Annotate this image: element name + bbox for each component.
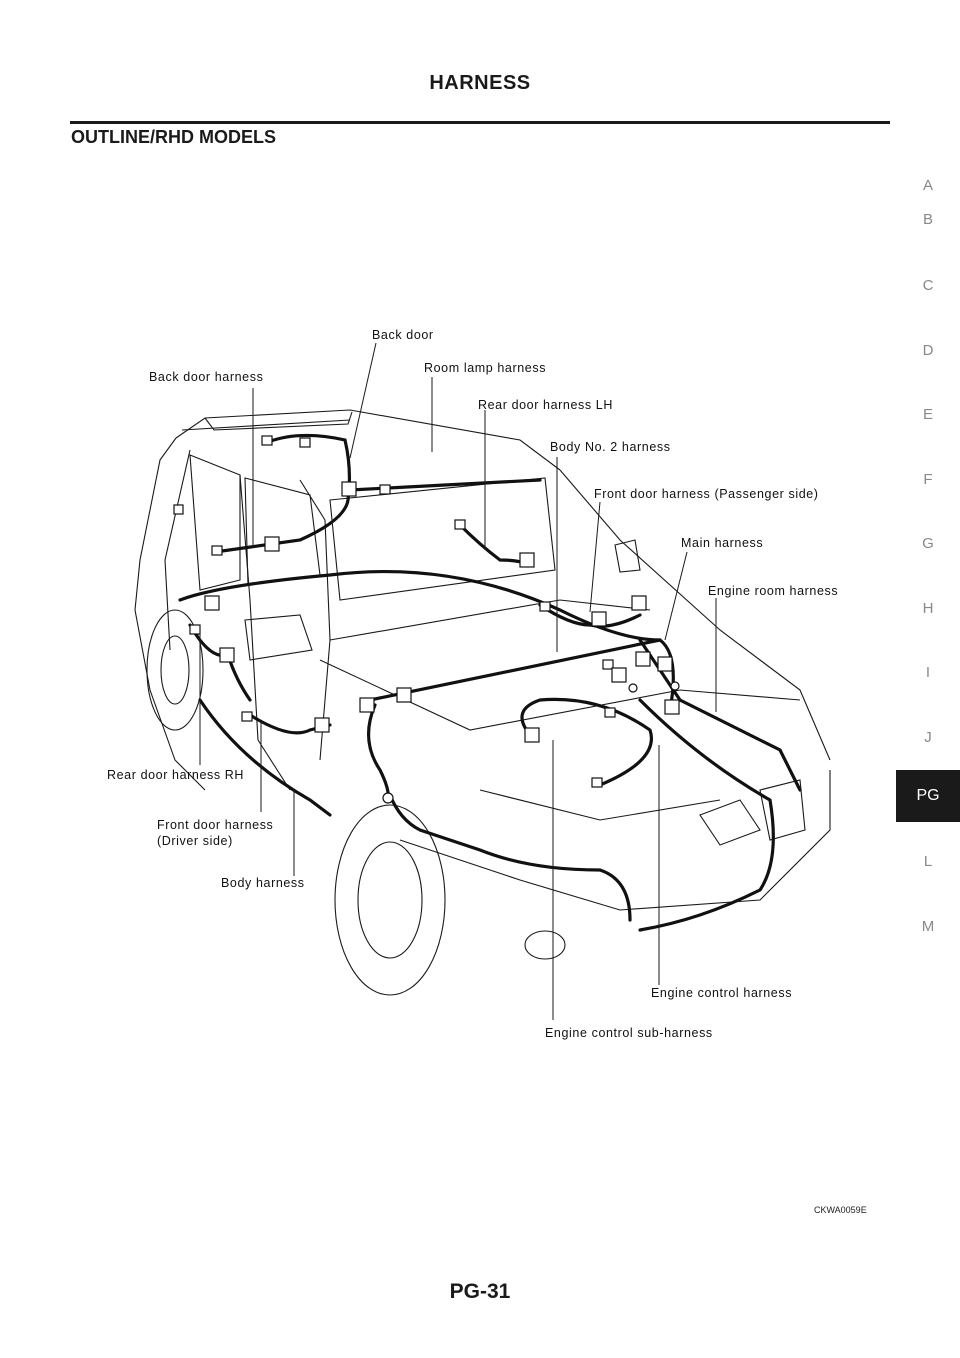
index-letter-d[interactable]: D [922, 342, 934, 359]
index-letter-h[interactable]: H [922, 600, 934, 617]
index-letter-b[interactable]: B [922, 211, 933, 228]
harness-diagram [134, 342, 831, 1020]
index-letter-a[interactable]: A [922, 177, 933, 194]
index-letter-l[interactable]: L [923, 853, 933, 870]
callout-engine-room-harness: Engine room harness [708, 584, 839, 598]
callout-rear-door-harness-rh: Rear door harness RH [107, 768, 245, 782]
callout-front-door-harness-passenger: Front door harness (Passenger side) [594, 487, 819, 501]
callout-body-harness: Body harness [221, 876, 305, 890]
index-letter-g[interactable]: G [922, 535, 934, 552]
figure-code: CKWA0059E [814, 1205, 867, 1215]
vehicle-outline [134, 409, 831, 996]
header-rule [70, 121, 890, 124]
callout-body-no2-harness: Body No. 2 harness [550, 440, 671, 454]
callout-room-lamp-harness: Room lamp harness [424, 361, 547, 375]
callout-engine-control-sub-harness: Engine control sub-harness [545, 1026, 713, 1040]
section-title: OUTLINE/RHD MODELS [71, 127, 276, 147]
chapter-index: A B C D E F G H I J PG L M [896, 0, 960, 1358]
callout-engine-control-harness: Engine control harness [651, 986, 793, 1000]
callout-front-door-harness-driver: Front door harness (Driver side) [157, 818, 274, 848]
harness-wiring [178, 433, 802, 932]
index-letter-m[interactable]: M [921, 918, 935, 935]
page-header-title: HARNESS [429, 72, 531, 94]
index-letter-i[interactable]: I [925, 664, 931, 681]
page-number: PG-31 [449, 1280, 511, 1303]
index-letter-f[interactable]: F [923, 471, 933, 488]
callout-main-harness: Main harness [681, 536, 764, 550]
callout-rear-door-harness-lh: Rear door harness LH [478, 398, 613, 412]
index-letter-c[interactable]: C [922, 277, 934, 294]
index-letter-j[interactable]: J [924, 729, 932, 746]
index-tab-pg-active[interactable]: PG [896, 770, 960, 822]
callout-back-door: Back door [372, 328, 434, 342]
index-letter-e[interactable]: E [922, 406, 933, 423]
connectors [173, 435, 680, 804]
callout-back-door-harness: Back door harness [149, 370, 264, 384]
leader-lines [199, 342, 717, 1020]
